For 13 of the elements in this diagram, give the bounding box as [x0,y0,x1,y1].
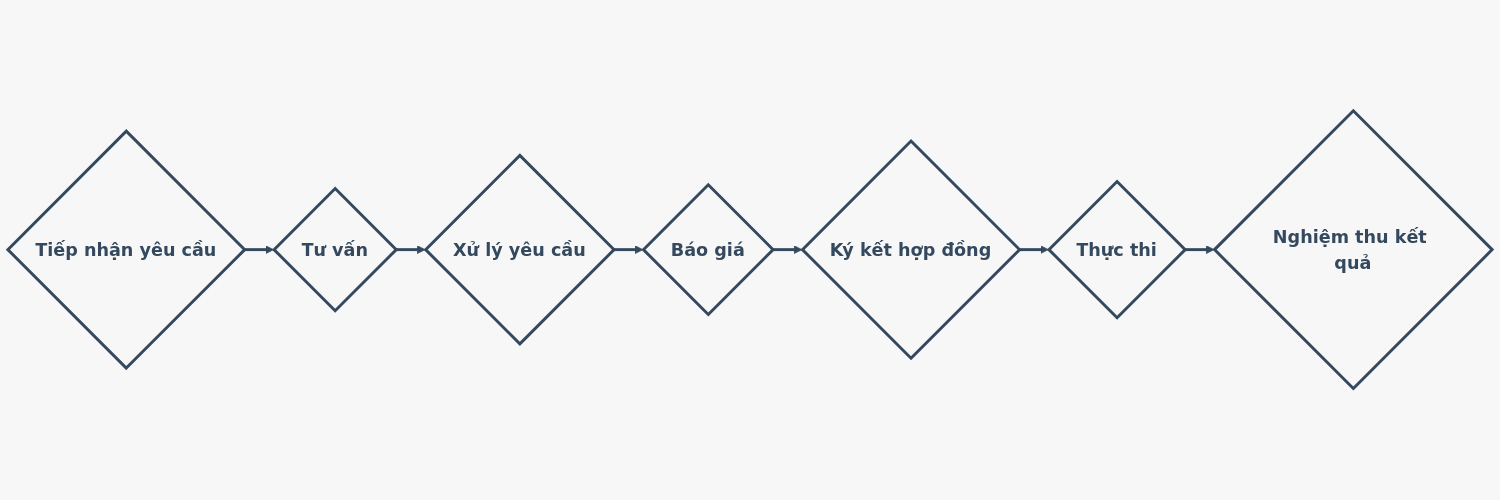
arrow [244,245,274,255]
node-diamond: Thực thi [1046,179,1188,321]
node-diamond: Tiếp nhận yêu cầu [5,129,247,371]
arrow [613,245,644,255]
node-diamond: Nghiệm thu kết quả [1212,109,1495,391]
node-diamond: Xử lý yêu cầu [423,153,617,347]
node-diamond: Ký kết hợp đồng [800,139,1022,361]
arrow [1019,245,1049,255]
node-diamond: Báo giá [641,183,776,317]
node-diamond: Tư vấn [271,186,399,314]
arrow [1184,245,1215,255]
arrow [772,245,803,255]
arrow [395,245,426,255]
